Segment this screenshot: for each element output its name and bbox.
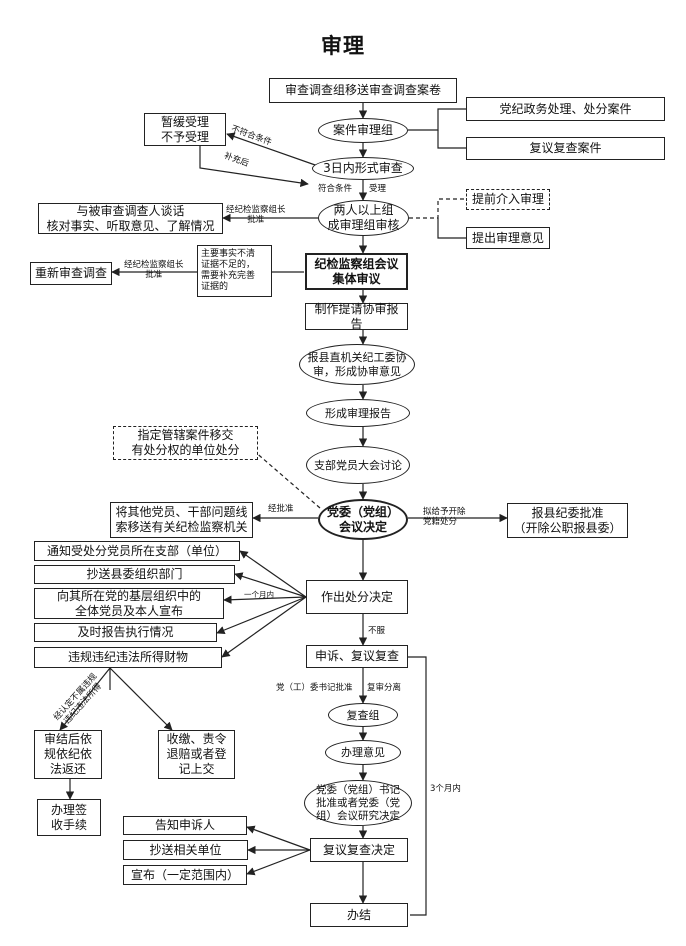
- county-assist-review-node: 报县直机关纪工委协 审，形成协审意见: [299, 344, 415, 385]
- page-title: 审理: [321, 34, 365, 58]
- copy-related-units-box: 抄送相关单位: [123, 840, 248, 860]
- arrow-decision-announce: [223, 595, 307, 604]
- report-execution-box: 及时报告执行情况: [34, 623, 217, 642]
- arrow-decision-timely: [216, 596, 307, 635]
- arrow-decision-copyorg: [234, 572, 307, 598]
- assist-report-box: 制作提请协审报告: [305, 302, 408, 331]
- review-opinion-box: 提出审理意见: [466, 227, 550, 249]
- transfer-clues-box: 将其他党员、干部问题线 索移送有关纪检监察机关: [110, 502, 253, 538]
- recheck-group-node: 复查组: [328, 703, 398, 727]
- arrow-suspend-formal: [199, 146, 309, 188]
- review-team-node: 两人以上组 成审理组审核: [318, 200, 409, 236]
- formal-review-node: 3日内形式审查: [312, 157, 414, 180]
- party-committee-decision-node: 党委（党组） 会议决定: [318, 499, 408, 540]
- label-approval-reinvest: 经纪检监察组长 批准: [124, 260, 184, 280]
- label-accept: 受理: [369, 184, 387, 194]
- case-closed-box: 办结: [310, 903, 408, 927]
- arrow-decision-property: [221, 596, 307, 658]
- line-group-party: [408, 108, 466, 131]
- inform-appellant-box: 告知申诉人: [123, 816, 247, 835]
- line-three-months: [408, 656, 427, 916]
- talk-verify-box: 与被审查调查人谈话 核对事实、听取意见、了解情况: [38, 203, 223, 234]
- copy-organization-dept-box: 抄送县委组织部门: [34, 565, 235, 584]
- arrow-decision-notify: [239, 550, 307, 598]
- punishment-decision-box: 作出处分决定: [306, 580, 408, 614]
- line-group-review: [437, 130, 466, 149]
- review-recheck-cases-box: 复议复查案件: [466, 137, 665, 160]
- publish-scope-box: 宣布（一定范围内）: [123, 865, 247, 885]
- label-review-separation: 复审分离: [367, 683, 402, 693]
- insufficient-evidence-note: 主要事实不清 证据不足的， 需要补充完善 证据的: [197, 245, 272, 297]
- illegal-gains-box: 违规违纪违法所得财物: [34, 647, 222, 668]
- label-meet-conditions: 符合条件: [318, 184, 353, 194]
- arrow-redecision-inform: [246, 825, 311, 851]
- arrow-redecision-publish: [246, 849, 311, 876]
- arrow-property-return: [59, 667, 111, 731]
- branch-meeting-node: 支部党员大会讨论: [306, 446, 410, 484]
- re-investigate-box: 重新审查调查: [30, 262, 112, 285]
- label-within-month: 一个月内: [244, 590, 274, 599]
- receipt-procedure-box: 办理签 收手续: [37, 799, 101, 836]
- party-discipline-cases-box: 党纪政务处理、处分案件: [466, 97, 665, 121]
- early-intervention-box: 提前介入审理: [466, 189, 550, 210]
- arrow-committee-designate: [245, 443, 321, 509]
- county-commission-approval-box: 报县纪委批准 （开除公职报县委）: [507, 503, 628, 538]
- recheck-decision-box: 复议复查决定: [310, 838, 408, 862]
- return-after-review-box: 审结后依 规依纪依 法返还: [34, 730, 102, 779]
- appeal-review-box: 申诉、复议复查: [306, 645, 408, 668]
- label-three-months: 3个月内: [430, 784, 461, 794]
- handling-opinion-node: 办理意见: [325, 740, 401, 765]
- line-two-early: [409, 198, 466, 219]
- confiscate-box: 收缴、责令 退赔或者登 记上交: [158, 730, 235, 779]
- line-two-opinion: [437, 218, 466, 239]
- case-review-group-node: 案件审理组: [318, 118, 408, 143]
- notify-branch-box: 通知受处分党员所在支部（单位）: [34, 541, 240, 561]
- review-report-node: 形成审理报告: [306, 399, 410, 427]
- announce-to-members-box: 向其所在党的基层组织中的 全体党员及本人宣布: [34, 588, 224, 619]
- suspend-reject-box: 暂缓受理 不予受理: [144, 113, 226, 146]
- receive-case-file-box: 审查调查组移送审查调查案卷: [269, 78, 457, 103]
- label-disagree: 不服: [368, 626, 386, 636]
- label-approval-talk: 经纪检监察组长 批准: [226, 205, 286, 225]
- arrow-formal-suspend: [226, 132, 319, 167]
- label-expel-proposal: 拟给予开除 党籍处分: [423, 507, 466, 527]
- label-approved: 经批准: [268, 504, 294, 514]
- arrow-property-confiscate: [109, 667, 173, 731]
- discipline-group-meeting-box: 纪检监察组会议 集体审议: [305, 253, 408, 290]
- label-secretary-approval: 党（工）委书记批准: [276, 683, 353, 693]
- secretary-approval-node: 党委（党组）书记 批准或者党委（党 组）会议研究决定: [304, 780, 412, 826]
- designated-jurisdiction-box: 指定管辖案件移交 有处分权的单位处分: [113, 426, 258, 460]
